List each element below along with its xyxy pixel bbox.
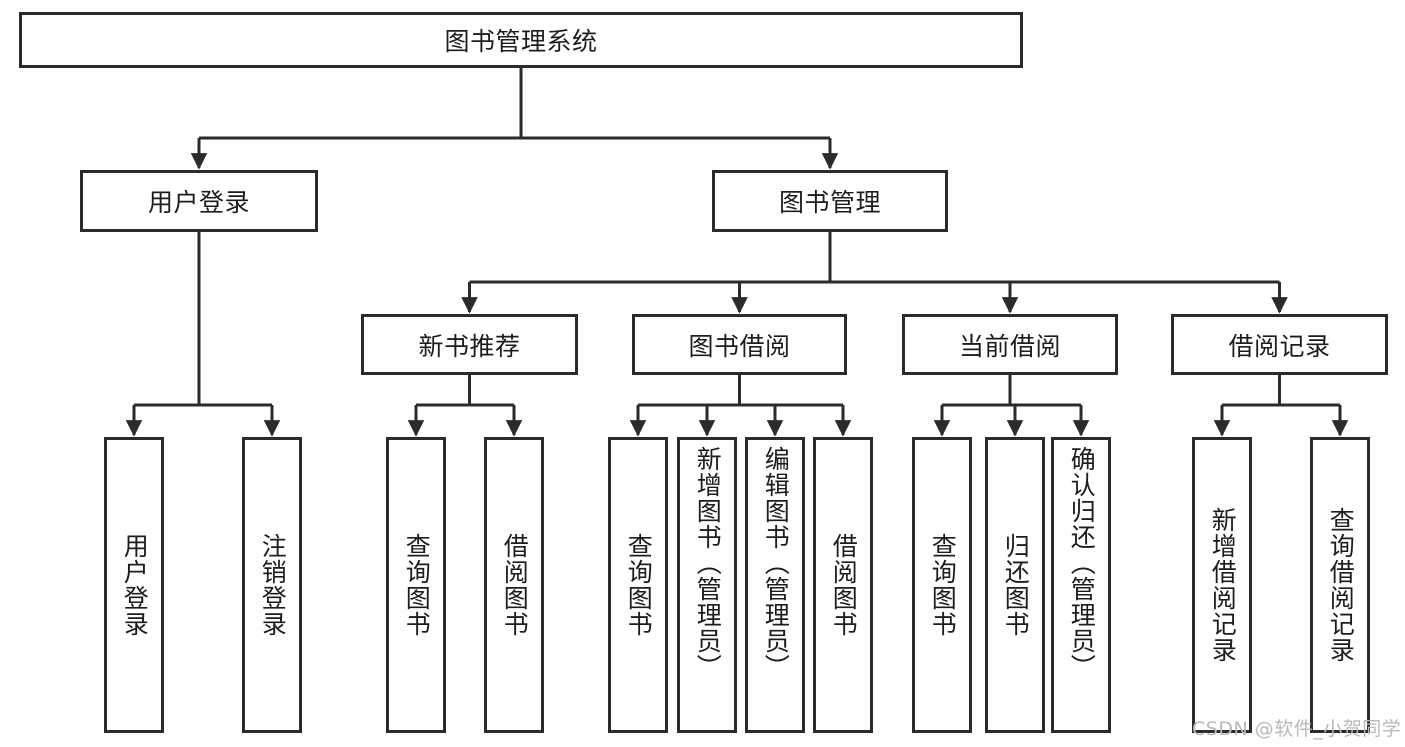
node-label: 编辑图书（管理员） [761,446,791,680]
node-leaf-borrow-book-2[interactable]: 借阅图书 [813,437,873,733]
node-label: 查询图书 [402,533,432,637]
node-leaf-add-record[interactable]: 新增借阅记录 [1192,437,1252,733]
node-label: 查询借阅记录 [1326,507,1356,663]
node-borrow-record[interactable]: 借阅记录 [1171,314,1388,375]
node-root-root[interactable]: 图书管理系统 [19,12,1023,68]
csdn-watermark: CSDN @软件_小贺同学 [1192,718,1402,740]
node-label: 借阅记录 [1228,331,1331,361]
node-leaf-return-book[interactable]: 归还图书 [985,437,1045,733]
node-new-book-recommend[interactable]: 新书推荐 [361,314,578,375]
node-label: 图书管理 [778,188,881,217]
node-label: 新增借阅记录 [1208,507,1238,663]
node-label: 新增图书（管理员） [693,446,723,680]
node-label: 归还图书 [1001,533,1031,637]
node-leaf-confirm-return[interactable]: 确认归还（管理员） [1051,437,1111,733]
node-label: 用户登录 [120,533,150,637]
node-leaf-query-book-2[interactable]: 查询图书 [608,437,668,733]
node-label: 借阅图书 [829,533,859,637]
node-leaf-logout[interactable]: 注销登录 [242,437,302,733]
node-leaf-query-book-1[interactable]: 查询图书 [386,437,446,733]
node-leaf-user-login[interactable]: 用户登录 [104,437,164,733]
node-book-management[interactable]: 图书管理 [712,170,948,232]
node-label: 图书管理系统 [444,27,598,56]
node-book-borrow[interactable]: 图书借阅 [632,314,847,375]
node-leaf-query-record[interactable]: 查询借阅记录 [1310,437,1370,733]
node-current-borrow[interactable]: 当前借阅 [902,314,1118,375]
node-label: 查询图书 [928,533,958,637]
node-leaf-borrow-book-1[interactable]: 借阅图书 [484,437,544,733]
node-label: 图书借阅 [688,331,791,361]
node-label: 借阅图书 [500,533,530,637]
node-leaf-query-book-3[interactable]: 查询图书 [912,437,972,733]
node-label: 查询图书 [624,533,654,637]
node-label: 注销登录 [258,533,288,637]
node-label: 确认归还（管理员） [1067,446,1097,680]
node-label: 用户登录 [147,188,250,217]
node-label: 新书推荐 [418,331,521,361]
node-leaf-add-book[interactable]: 新增图书（管理员） [677,437,737,733]
node-label: 当前借阅 [958,331,1061,361]
node-user-login[interactable]: 用户登录 [80,170,318,232]
node-leaf-edit-book[interactable]: 编辑图书（管理员） [745,437,805,733]
